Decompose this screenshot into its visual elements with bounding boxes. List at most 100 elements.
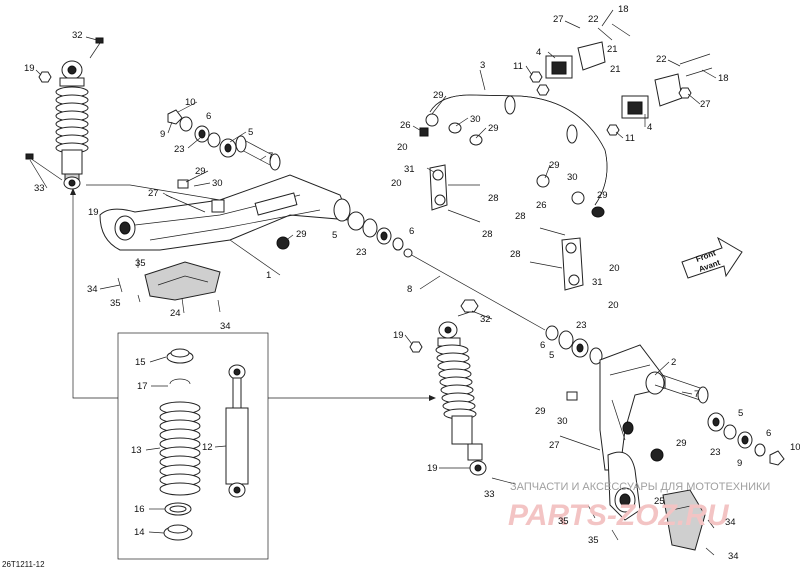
callout-number: 26: [400, 120, 411, 131]
callout-number: 6: [766, 428, 771, 439]
skid-plate-24: [144, 261, 221, 301]
line-art: [25, 23, 785, 560]
bearing-block-lower: [606, 53, 713, 136]
callout-number: 33: [484, 489, 495, 500]
arm2-hardware-stack: [559, 391, 785, 466]
callout-number: 10: [790, 442, 800, 453]
callout-number: 6: [206, 111, 211, 122]
callout-number: 20: [609, 263, 620, 274]
callout-number: 15: [135, 357, 146, 368]
nut-19-left: [38, 71, 52, 83]
inset-parts: [159, 348, 249, 541]
callout-number: 35: [110, 298, 121, 309]
callout-layer: 32 19 33 10 6 9 23 5 7 29 27 30 19 29 35…: [24, 4, 800, 562]
pivot-shaft-8: [403, 248, 546, 331]
watermark: ЗАПЧАСТИ И АКСЕССУАРЫ ДЛЯ МОТОТЕХНИКИ PA…: [508, 481, 770, 532]
callout-number: 35: [558, 516, 569, 527]
callout-number: 4: [536, 47, 541, 58]
lower-screws: [587, 504, 715, 556]
callout-number: 10: [185, 97, 196, 108]
callout-number: 20: [397, 142, 408, 153]
callout-number: 11: [513, 61, 523, 72]
callout-number: 17: [137, 381, 148, 392]
callout-number: 30: [212, 178, 223, 189]
callout-number: 30: [470, 114, 481, 125]
a-arm-1: [99, 174, 351, 251]
callout-number: 3: [480, 60, 485, 71]
callout-number: 23: [710, 447, 721, 458]
arrow-right: [429, 395, 436, 401]
sway-bar-3: [429, 94, 608, 206]
callout-number: 13: [131, 445, 142, 456]
arm1-hardware-stack: [167, 109, 281, 171]
callout-number: 18: [718, 73, 729, 84]
callout-number: 34: [220, 321, 231, 332]
callout-number: 27: [549, 440, 560, 451]
drawing-code: 26T1211-12: [2, 560, 45, 569]
arrow-up-left: [70, 188, 76, 195]
callout-number: 7: [694, 389, 699, 400]
bolt-33-left: [25, 153, 63, 181]
callout-number: 9: [160, 129, 165, 140]
callout-number: 31: [592, 277, 603, 288]
callout-number: 28: [510, 249, 521, 260]
callout-number: 29: [535, 406, 546, 417]
callout-number: 27: [700, 99, 711, 110]
callout-number: 5: [248, 127, 253, 138]
callout-number: 29: [195, 166, 206, 177]
callout-number: 29: [597, 190, 608, 201]
callout-number: 28: [515, 211, 526, 222]
callout-number: 14: [134, 527, 145, 538]
callout-number: 18: [618, 4, 629, 15]
callout-number: 34: [725, 517, 736, 528]
callout-number: 4: [647, 122, 652, 133]
middle-hardware-stack: [347, 211, 603, 365]
callout-number: 5: [549, 350, 554, 361]
callout-number: 5: [332, 230, 337, 241]
callout-leaders: [29, 9, 717, 534]
callout-number: 19: [427, 463, 438, 474]
callout-number: 16: [134, 504, 145, 515]
callout-number: 23: [576, 320, 587, 331]
callout-number: 28: [488, 193, 499, 204]
right-shock-absorber: [409, 311, 516, 485]
callout-number: 30: [557, 416, 568, 427]
callout-number: 12: [202, 442, 213, 453]
callout-number: 19: [393, 330, 404, 341]
callout-number: 1: [266, 270, 271, 281]
callout-number: 32: [480, 314, 491, 325]
callout-number: 30: [567, 172, 578, 183]
callout-number: 29: [676, 438, 687, 449]
callout-number: 22: [588, 14, 599, 25]
callout-number: 35: [135, 258, 146, 269]
bearing-block-upper: [529, 23, 631, 96]
callout-number: 23: [174, 144, 185, 155]
callout-number: 9: [737, 458, 742, 469]
left-shock-absorber: [55, 60, 89, 190]
callout-number: 21: [610, 64, 621, 75]
lower-bracket-25: [607, 451, 706, 551]
callout-number: 6: [540, 340, 545, 351]
callout-number: 29: [549, 160, 560, 171]
leader-shock-to-arm: [86, 184, 221, 201]
detail-inset-box: [117, 332, 269, 560]
callout-number: 34: [728, 551, 739, 562]
callout-number: 28: [482, 229, 493, 240]
callout-number: 7: [268, 151, 273, 162]
callout-number: 6: [409, 226, 414, 237]
sway-bar-end-hardware: [419, 113, 605, 218]
callout-number: 33: [34, 183, 45, 194]
callout-number: 11: [625, 133, 635, 144]
watermark-line: ЗАПЧАСТИ И АКСЕССУАРЫ ДЛЯ МОТОТЕХНИКИ: [510, 481, 770, 493]
callout-number: 23: [356, 247, 367, 258]
front-direction-arrow: [681, 236, 743, 279]
callout-number: 35: [588, 535, 599, 546]
inset-leader-left: [72, 190, 118, 399]
a-arm-2: [599, 344, 709, 471]
callout-number: 29: [433, 90, 444, 101]
callout-number: 26: [536, 200, 547, 211]
callout-number: 29: [488, 123, 499, 134]
callout-number: 8: [407, 284, 412, 295]
